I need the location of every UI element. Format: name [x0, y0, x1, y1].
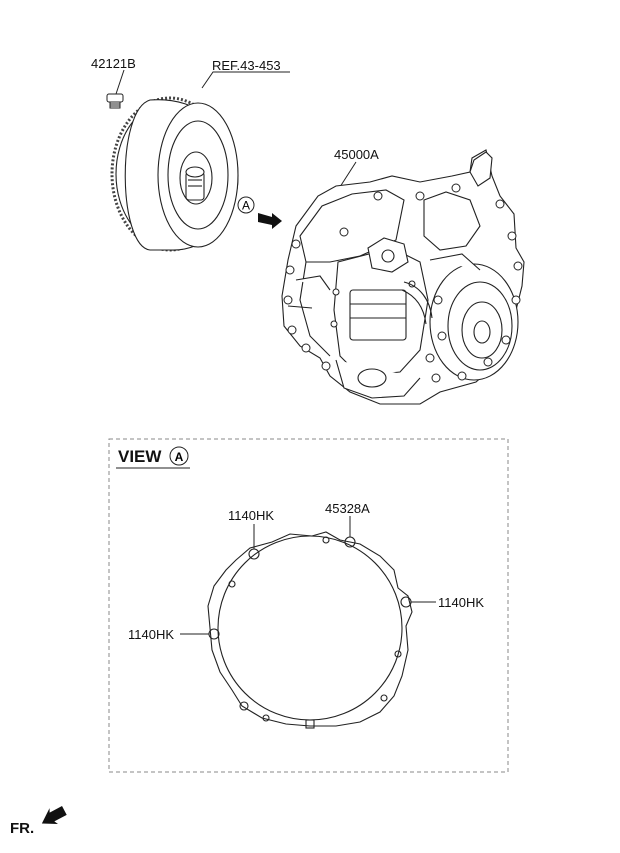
leader-ref: [201, 71, 290, 89]
bolt-part: [106, 93, 124, 109]
gasket-leader-lines: [180, 516, 436, 635]
leader-bolt: [115, 69, 125, 95]
view-a-arrow-marker: [237, 196, 282, 229]
gasket-part: [207, 531, 413, 729]
front-label: FR.: [10, 820, 35, 837]
torque-converter-part: [110, 96, 239, 252]
bolt-right-part-number: 1140HK: [438, 595, 485, 610]
front-direction-arrow: [41, 806, 67, 825]
view-title-marker-circle: [169, 446, 189, 466]
bolt-top-left-part-number: 1140HK: [228, 508, 275, 523]
view-a-frame: [108, 438, 509, 773]
transmission-part-number: 45000A: [334, 147, 379, 162]
arrow-marker-letter: A: [242, 199, 250, 213]
gasket-part-number: 45328A: [325, 501, 370, 516]
view-title: VIEW: [118, 447, 162, 466]
torque-converter-ref: REF.43-453: [212, 58, 281, 73]
transmission-part: [281, 149, 525, 405]
bolt-left-part-number: 1140HK: [128, 627, 175, 642]
bolt-part-number: 42121B: [91, 56, 136, 71]
view-title-marker: A: [175, 450, 184, 464]
